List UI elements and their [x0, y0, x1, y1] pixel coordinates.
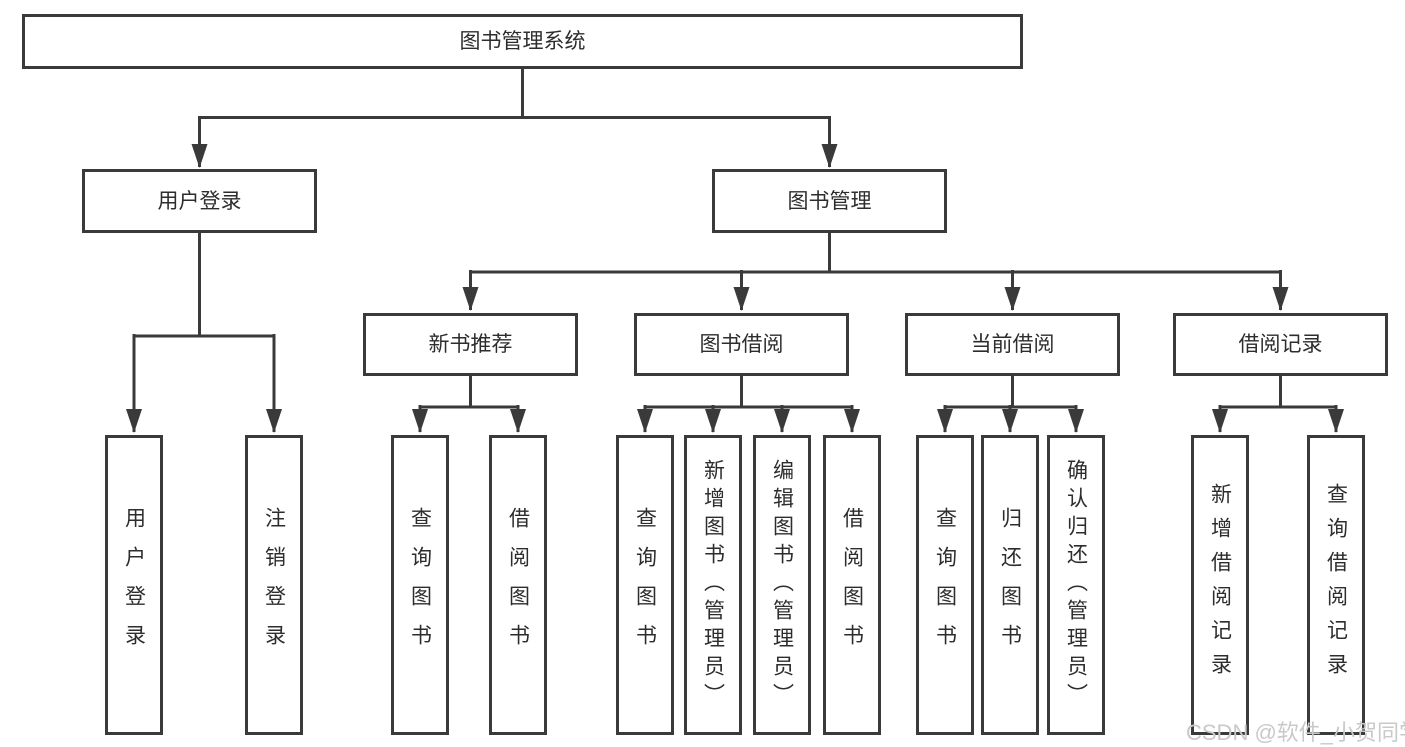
node-label: 查询图书 — [633, 507, 657, 663]
leaf-add-borrow-record: 新增借阅记录 — [1191, 435, 1249, 735]
leaf-edit-book-admin: 编辑图书（管理员） — [753, 435, 811, 735]
leaf-query-books-current: 查询图书 — [916, 435, 974, 735]
node-label: 当前借阅 — [970, 333, 1055, 356]
node-label: 新增图书（管理员） — [701, 459, 725, 711]
node-label: 查询图书 — [408, 507, 432, 663]
node-label: 借阅记录 — [1238, 333, 1323, 356]
node-user-login: 用户登录 — [82, 169, 317, 233]
node-label: 新书推荐 — [428, 333, 513, 356]
node-label: 图书借阅 — [699, 333, 784, 356]
node-label: 借阅图书 — [506, 507, 530, 663]
node-label: 归还图书 — [998, 507, 1022, 663]
leaf-query-books-recommend: 查询图书 — [391, 435, 449, 735]
node-label: 用户登录 — [122, 507, 146, 663]
node-label: 借阅图书 — [840, 507, 864, 663]
node-label: 注销登录 — [262, 507, 286, 663]
leaf-borrow-books: 借阅图书 — [823, 435, 881, 735]
leaf-return-book: 归还图书 — [981, 435, 1039, 735]
node-new-book-recommend: 新书推荐 — [363, 313, 578, 376]
csdn-watermark: CSDN @软件_小贺同学 — [1186, 720, 1405, 745]
node-label: 图书管理 — [787, 189, 872, 213]
node-label: 查询图书 — [933, 507, 957, 663]
node-label: 确认归还（管理员） — [1064, 459, 1088, 711]
node-book-borrowing: 图书借阅 — [634, 313, 849, 376]
leaf-user-login: 用户登录 — [105, 435, 163, 735]
node-label: 新增借阅记录 — [1208, 483, 1232, 687]
node-borrowing-records: 借阅记录 — [1173, 313, 1388, 376]
node-label: 查询借阅记录 — [1324, 483, 1348, 687]
node-book-management: 图书管理 — [712, 169, 947, 233]
node-current-borrowing: 当前借阅 — [905, 313, 1120, 376]
node-label: 编辑图书（管理员） — [770, 459, 794, 711]
node-label: 用户登录 — [157, 189, 242, 213]
leaf-borrow-books-recommend: 借阅图书 — [489, 435, 547, 735]
leaf-query-books-borrowing: 查询图书 — [616, 435, 674, 735]
leaf-logout: 注销登录 — [245, 435, 303, 735]
leaf-add-book-admin: 新增图书（管理员） — [684, 435, 742, 735]
node-label: 图书管理系统 — [459, 30, 586, 53]
leaf-confirm-return-admin: 确认归还（管理员） — [1047, 435, 1105, 735]
node-library-management-system: 图书管理系统 — [22, 14, 1023, 69]
leaf-query-borrow-record: 查询借阅记录 — [1307, 435, 1365, 735]
